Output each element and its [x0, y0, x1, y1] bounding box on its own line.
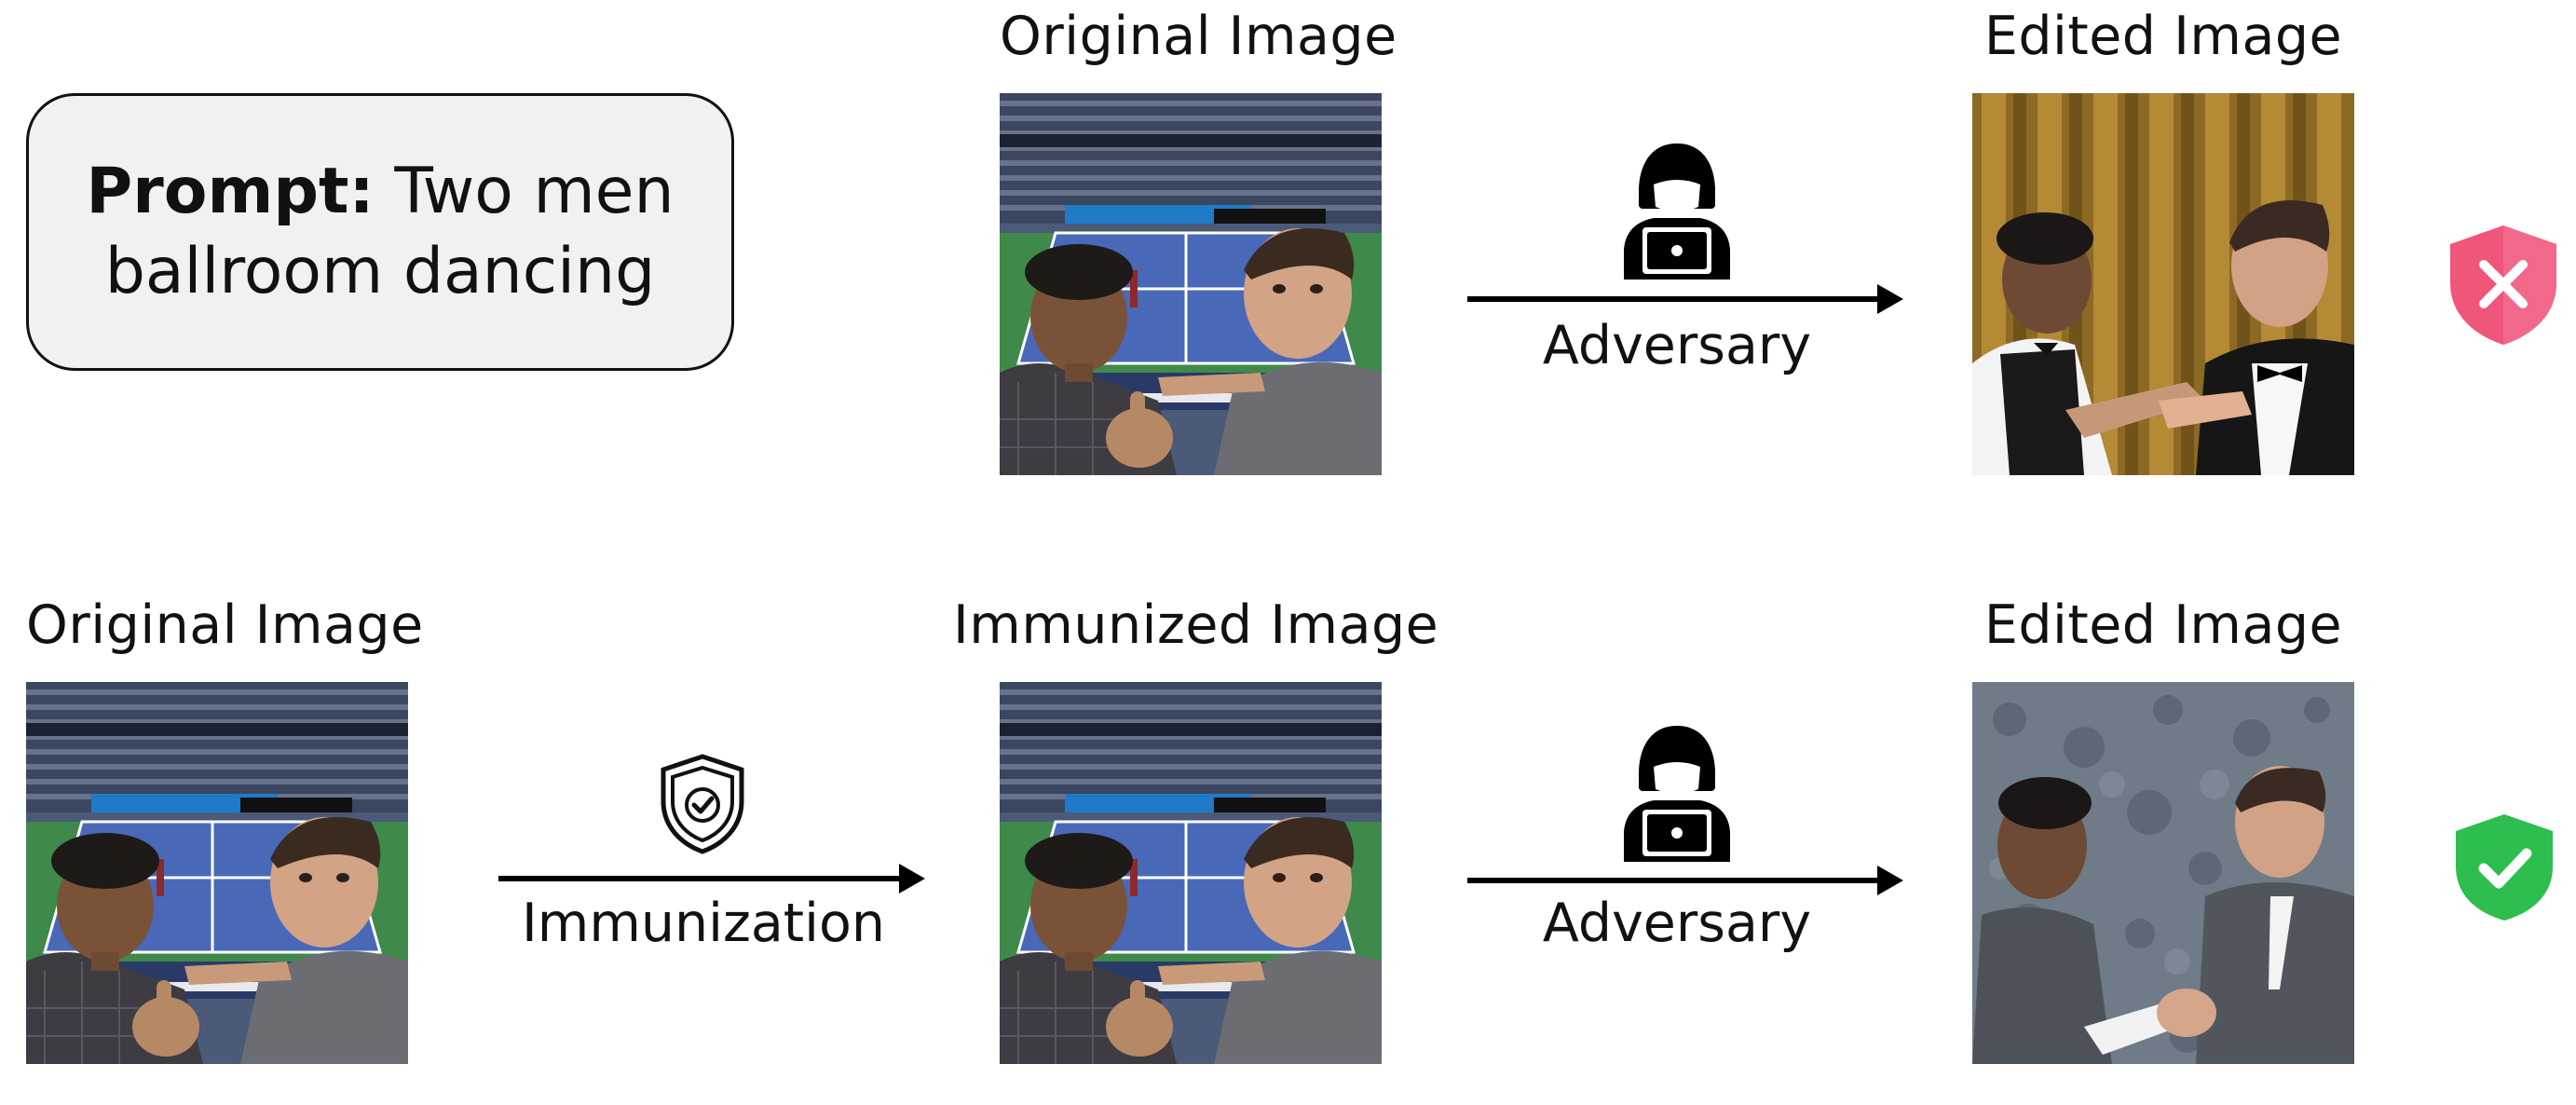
- shield-check-outline-icon: [658, 753, 747, 855]
- row2-adversary-label: Adversary: [1542, 893, 1812, 954]
- row1-adversary-label: Adversary: [1542, 315, 1812, 376]
- immunization-arrow-head: [899, 864, 925, 894]
- row1-original-title: Original Image: [1000, 6, 1397, 67]
- row2-edited-title: Edited Image: [1983, 594, 2343, 656]
- row2-edited-image: [1972, 682, 2354, 1064]
- row1-arrow-head: [1877, 284, 1903, 314]
- prompt-label: Prompt:: [86, 155, 375, 228]
- row2-arrow-head: [1877, 866, 1903, 895]
- prompt-line1: Two men: [394, 155, 675, 228]
- row2-immunized-title: Immunized Image: [953, 594, 1439, 656]
- prompt-line2: ballroom dancing: [104, 235, 656, 308]
- immunization-label: Immunization: [522, 893, 885, 954]
- shield-check-icon: [2450, 811, 2558, 924]
- row2-original-title: Original Image: [26, 594, 424, 656]
- row2-arrow-line: [1467, 878, 1887, 883]
- row1-original-image: [1000, 93, 1382, 475]
- row2-immunized-image: [1000, 682, 1382, 1064]
- row1-edited-image: [1972, 93, 2354, 475]
- prompt-box: Prompt: Two men ballroom dancing: [26, 93, 734, 371]
- row2-original-image: [26, 682, 408, 1064]
- shield-x-icon: [2443, 222, 2564, 348]
- hacker-laptop-icon: [1616, 722, 1738, 862]
- row1-edited-title: Edited Image: [1983, 6, 2343, 67]
- prompt-text: Prompt: Two men ballroom dancing: [86, 152, 674, 312]
- immunization-arrow-line: [498, 876, 908, 881]
- hacker-laptop-icon: [1616, 140, 1738, 280]
- row1-arrow-line: [1467, 296, 1887, 302]
